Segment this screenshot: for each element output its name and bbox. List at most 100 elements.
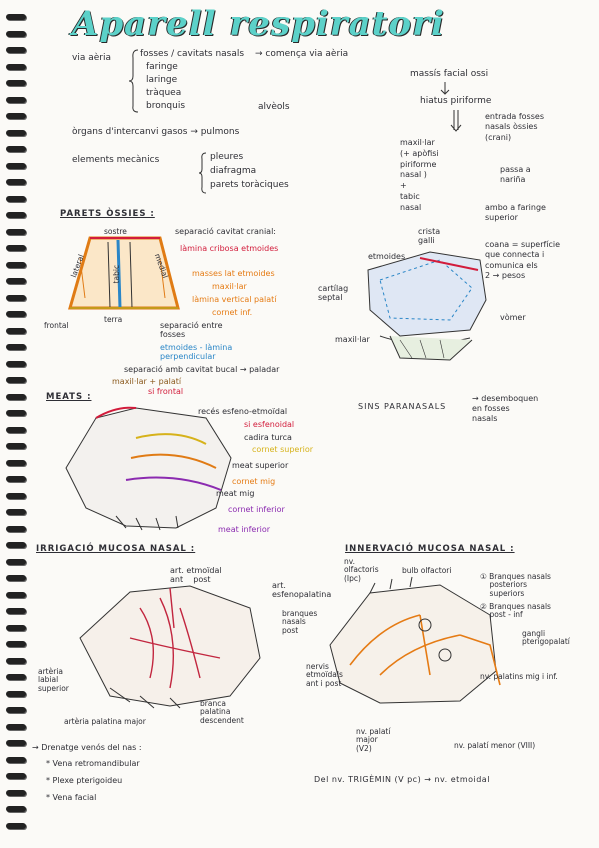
via-item: tràquea [146, 88, 182, 98]
spiral-hole [6, 476, 26, 482]
lateral-item: cornet inf. [212, 308, 253, 317]
spiral-hole [6, 426, 26, 433]
spiral-hole [6, 525, 26, 532]
cartilag-label: cartílag septal [318, 284, 349, 302]
recess-label: recés esfeno-etmoïdal [198, 407, 288, 416]
spiral-hole [6, 360, 26, 367]
si-frontal-label: si frontal [148, 387, 184, 396]
lateral-nasal-wall-diagram [65, 406, 232, 531]
irrigation-diagram [79, 585, 261, 709]
spiral-hole [6, 113, 26, 119]
spiral-hole [6, 146, 26, 152]
via-item: fosses / cavitats nasals [140, 49, 245, 59]
lateral-item: masses lat etmoides [192, 269, 275, 278]
spiral-hole [6, 377, 26, 383]
bulb-label: bulb olfactori [402, 566, 452, 575]
cornet-mig-label: cornet mig [232, 477, 276, 486]
via-item: faringe [146, 62, 178, 72]
ambo-note: ambo a faringe superior [485, 203, 546, 223]
gangli-label: gangli pterigopalatí [522, 629, 570, 647]
palati-menor-label: nv. palatí menor (VIII) [454, 741, 536, 750]
spiral-hole [6, 96, 26, 103]
spiral-hole [6, 393, 26, 400]
spiral-binding [0, 14, 28, 844]
branca-label: branca palatina descendent [200, 699, 244, 725]
section-heading-meats: MEATS : [46, 392, 92, 402]
spiral-hole [6, 723, 26, 730]
passa-note: passa a nariña [500, 165, 531, 185]
nasal-cavity-diagram [68, 236, 180, 310]
spiral-hole [6, 344, 26, 350]
drenatge-heading: → Drenatge venós del nas : [32, 743, 142, 752]
palati-major-label: nv. palatí major (V2) [356, 727, 391, 753]
branques-label: branques nasals post [282, 609, 318, 635]
brace-icon [128, 49, 139, 113]
via-item: bronquis [146, 101, 186, 111]
mecanics-label: elements mecànics [72, 155, 160, 165]
etmoidals-label: nervis etmoïdals ant i post [306, 662, 343, 688]
mecanics-item: diafragma [210, 166, 257, 176]
si-esfenoidal-label: si esfenoidal [244, 420, 295, 429]
drenatge-item: * Plexe pterigoideu [46, 776, 123, 785]
spiral-hole [6, 509, 26, 515]
spiral-hole [6, 740, 26, 746]
spiral-hole [6, 558, 26, 565]
meat-inf-label: meat inferior [218, 525, 271, 534]
section-heading-parets: PARETS ÒSSIES : [60, 209, 155, 219]
art-etmoidal-label: art. etmoïdal ant post [170, 566, 222, 584]
spiral-hole [6, 212, 26, 218]
spiral-hole [6, 575, 26, 581]
spiral-hole [6, 806, 26, 812]
spiral-hole [6, 542, 26, 548]
crista-label: crista galli [418, 227, 441, 245]
lateral-item: làmina vertical palatí [192, 295, 277, 304]
sins-label: SINS PARANASALS [358, 402, 447, 411]
spiral-hole [6, 608, 26, 614]
spiral-hole [6, 822, 26, 829]
palatina-label: artèria palatina major [64, 717, 146, 726]
massis-label: massís facial ossi [410, 69, 489, 79]
branques-post-inf: ② Branques nasals post - inf [480, 602, 551, 620]
spiral-hole [6, 459, 26, 466]
maxillar-palati: maxil·lar + palatí [112, 377, 182, 386]
drenatge-item: * Vena facial [46, 793, 97, 802]
spiral-hole [6, 624, 26, 631]
maxilar-label: maxil·lar [335, 335, 370, 344]
spiral-hole [6, 278, 26, 284]
spiral-hole [6, 756, 26, 763]
meat-sup-label: meat superior [232, 461, 289, 470]
spiral-hole [6, 245, 26, 251]
lamina-cribosa-label: làmina cribosa etmoides [180, 244, 279, 253]
spiral-hole [6, 773, 26, 779]
spiral-hole [6, 591, 26, 598]
spiral-hole [6, 129, 26, 136]
maxillar-note: maxil·lar (+ apòfisi piriforme nasal ) +… [400, 138, 439, 212]
mecanics-item: pleures [210, 152, 244, 162]
alveols-label: alvèols [258, 102, 290, 112]
arrow-down-icon [440, 82, 450, 95]
lateral-item: maxil·lar [212, 282, 247, 291]
mecanics-item: parets toràciques [210, 180, 289, 190]
tabic-label: tabic [112, 264, 122, 284]
spiral-hole [6, 294, 26, 301]
via-item: laringe [146, 75, 178, 85]
spiral-hole [6, 14, 26, 20]
spiral-hole [6, 690, 26, 697]
spiral-hole [6, 443, 26, 449]
palatins-label: nv. palatins mig i inf. [480, 672, 558, 681]
page-title: Aparell respiratori [72, 4, 445, 44]
meat-mig-label: meat mig [216, 489, 255, 498]
trigemin-note: Del nv. TRIGÈMIN (V pc) → nv. etmoidal [314, 775, 490, 784]
brace-icon [198, 152, 207, 194]
spiral-hole [6, 789, 26, 796]
innervation-diagram [329, 576, 501, 704]
spiral-hole [6, 641, 26, 647]
desemboquen-note: → desemboquen en fosses nasals [472, 394, 539, 423]
spiral-hole [6, 228, 26, 235]
via-aeria-note: → comença via aèria [255, 49, 349, 59]
spiral-hole [6, 311, 26, 317]
via-aeria-label: via aèria [72, 53, 111, 63]
spiral-hole [6, 261, 26, 268]
hiatus-label: hiatus piriforme [420, 96, 492, 106]
